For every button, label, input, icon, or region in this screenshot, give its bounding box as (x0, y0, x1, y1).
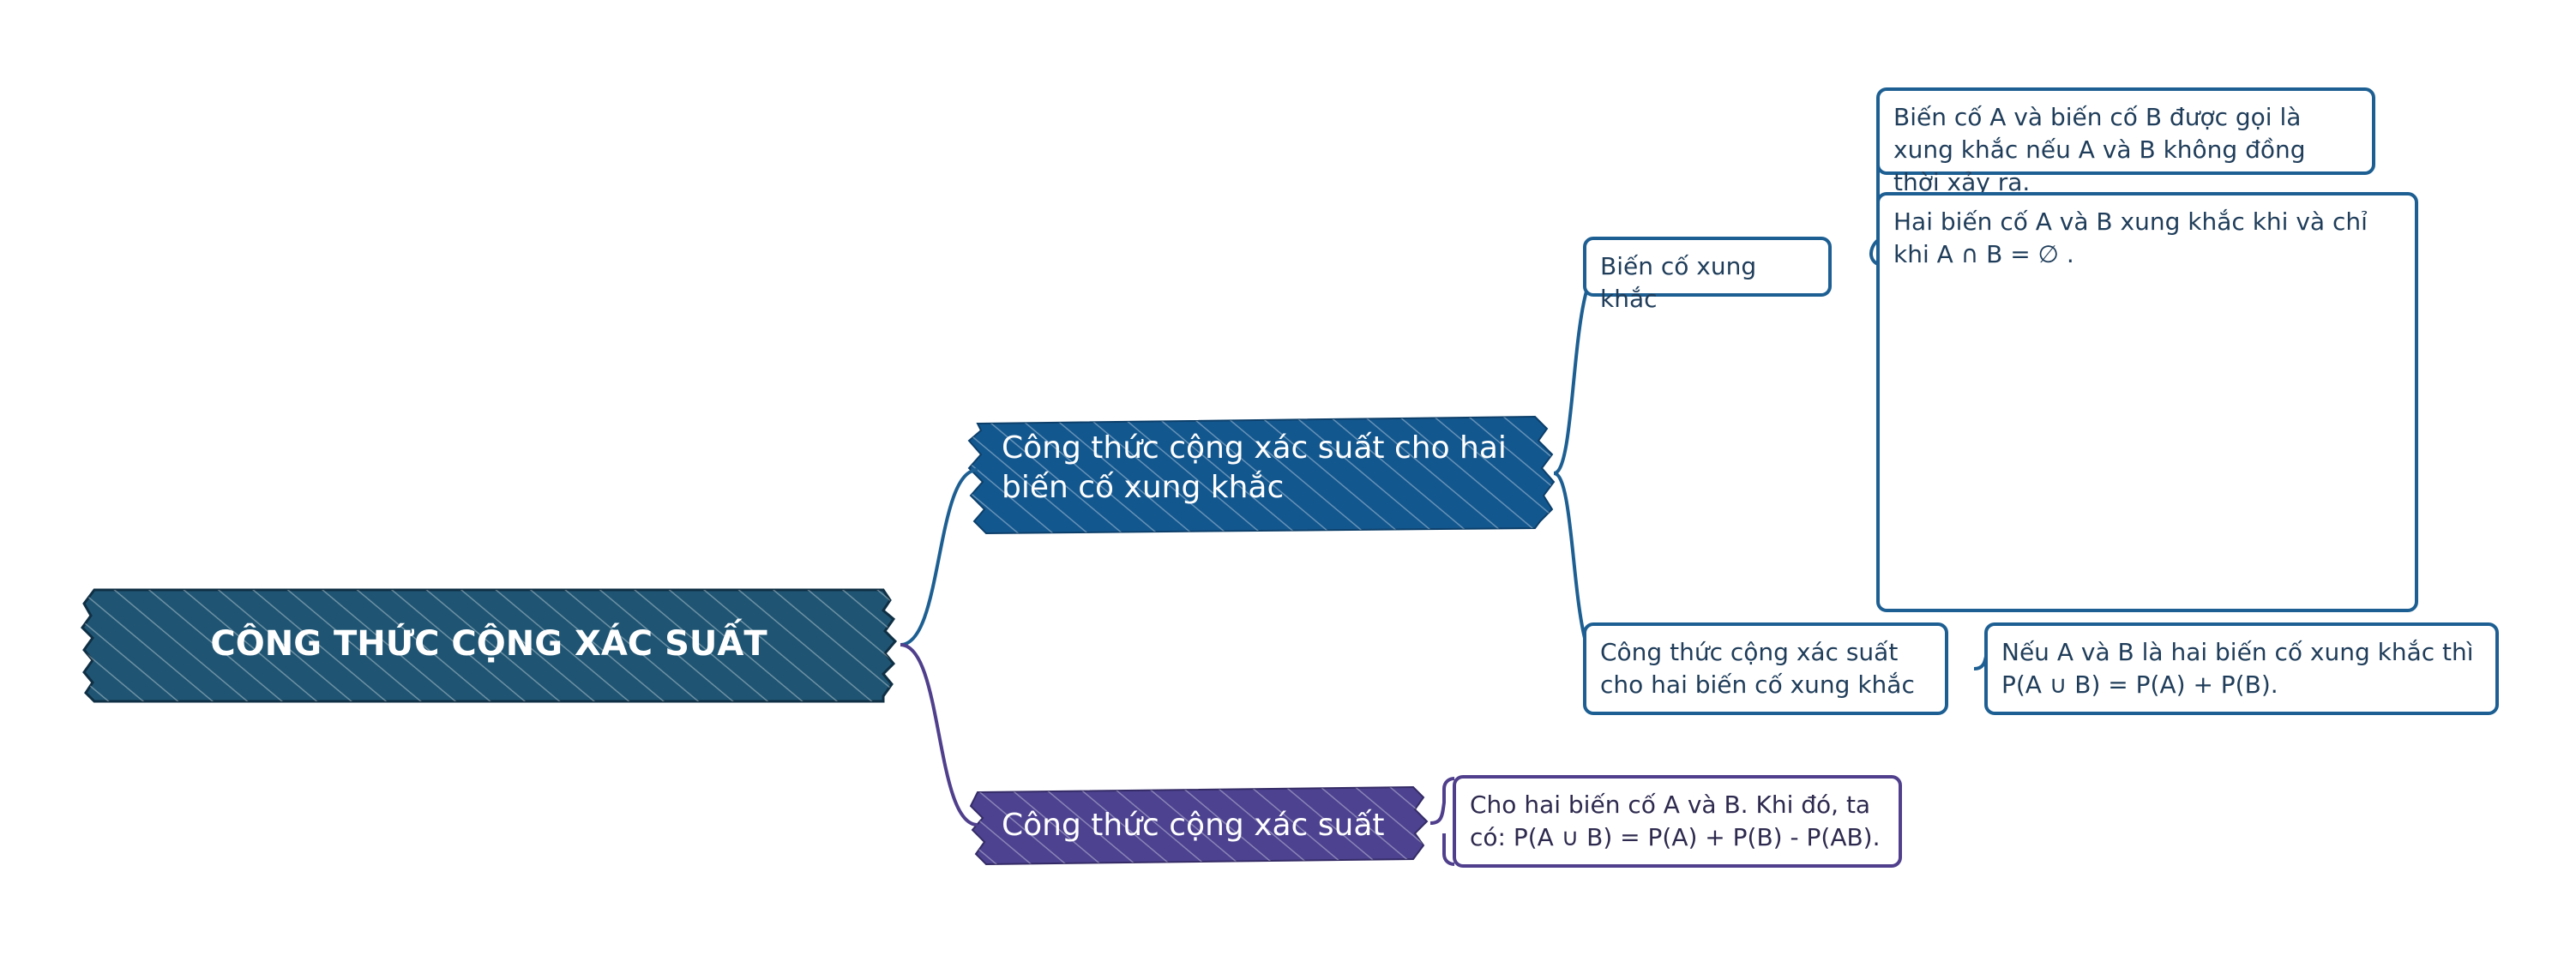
branch-general-label[interactable]: Công thức cộng xác suất (1002, 808, 1385, 843)
root-title[interactable]: CÔNG THỨC CỘNG XÁC SUẤT (210, 624, 767, 664)
formula-note: Nếu A và B là hai biến cố xung khắc thì … (1984, 622, 2499, 715)
general-note: Cho hai biến cố A và B. Khi đó, ta có: P… (1453, 775, 1902, 868)
general-note-text: Cho hai biến cố A và B. Khi đó, ta có: P… (1470, 791, 1881, 851)
connector-root-branch2 (900, 643, 978, 827)
event-note-definition: Biến cố A và biến cố B được gọi là xung … (1876, 87, 2375, 196)
formula-node-label: Công thức cộng xác suất cho hai biến cố … (1600, 638, 1915, 699)
formula-node[interactable]: Công thức cộng xác suất cho hai biến cố … (1583, 622, 1948, 715)
connector-root-branch1 (900, 468, 978, 646)
root-node-shape (81, 588, 898, 703)
connector-branch1-children (1553, 264, 1604, 670)
branch-exclusive-shape (967, 415, 1556, 535)
branch-general-shape (969, 785, 1429, 866)
event-note-definition-text: Biến cố A và biến cố B được gọi là xung … (1893, 103, 2306, 196)
event-note-condition-text: Hai biến cố A và B xung khắc khi và chỉ … (1893, 207, 2368, 268)
event-node-label: Biến cố xung khắc (1600, 252, 1757, 313)
event-node[interactable]: Biến cố xung khắc (1583, 237, 1832, 313)
branch-exclusive-label[interactable]: Công thức cộng xác suất cho hai biến cố … (1002, 430, 1507, 505)
event-note-condition: Hai biến cố A và B xung khắc khi và chỉ … (1876, 192, 2418, 612)
bracket-general-note (1429, 777, 1455, 866)
formula-note-text: Nếu A và B là hai biến cố xung khắc thì … (2001, 638, 2474, 699)
